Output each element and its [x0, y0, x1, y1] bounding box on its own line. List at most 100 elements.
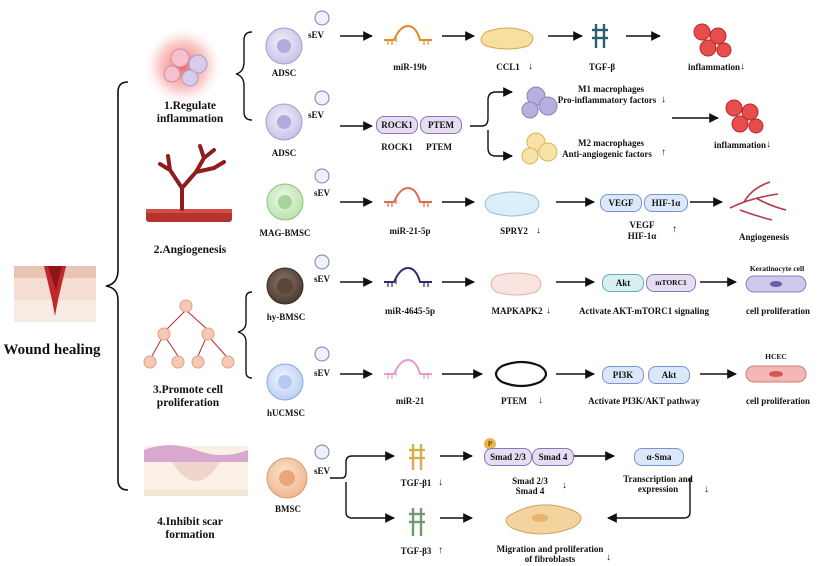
adsc-cell-1: [265, 27, 303, 65]
mapkapk2-shape: [490, 272, 542, 296]
row2-result-label: inflammation: [713, 140, 766, 150]
row1-result-label: inflammation: [687, 62, 740, 72]
row6-pill-smad23: Smad 2/3: [484, 448, 532, 466]
row2-m1-sub: Pro-inflammatory factors: [557, 95, 657, 105]
row4-cell-label: hy-BMSC: [266, 312, 306, 322]
row5-result-top: HCEC: [765, 352, 787, 361]
row1-target-label: CCL1: [496, 62, 520, 72]
sev-label: sEV: [314, 368, 331, 378]
row4-result-top: Keratinocyte cell: [749, 264, 805, 273]
row3-pill-hif1a: HIF-1α: [644, 194, 688, 212]
mir-21-5p-icon: [384, 186, 432, 203]
row3-result-label: Angiogenesis: [738, 232, 789, 242]
row2-cell-label: ADSC: [271, 148, 297, 158]
row2-m2-sub: Anti-angiogenic factors: [562, 149, 652, 159]
row4-target-change: ↓: [546, 305, 551, 316]
proliferation-bracket: [237, 291, 253, 379]
row1-mirna-label: miR-19b: [393, 62, 427, 72]
bmsc-cell: [266, 457, 308, 499]
row3-under-change: ↑: [672, 224, 677, 235]
row5-pill-pi3k: PI3K: [602, 366, 644, 384]
cell-division-tree-icon: [143, 299, 235, 369]
tgf-beta-receptor-icon: [592, 24, 608, 48]
wound-skin-illustration: [14, 266, 96, 322]
row6-tgfb1-label: TGF-β1: [400, 478, 432, 488]
tgf-beta1-receptor-icon: [409, 444, 425, 470]
m1-macrophage-icon: [521, 86, 558, 119]
row6-asma-change: ↓: [704, 484, 709, 495]
tgf-beta3-receptor-icon: [409, 508, 425, 536]
row3-cell-label: MAG-BMSC: [259, 228, 311, 238]
row6-under-smad23: Smad 2/3: [512, 476, 548, 486]
row2-under-ptem: PTEM: [426, 142, 452, 152]
row6-under-change: ↓: [562, 480, 567, 491]
row4-result-label: cell proliferation: [745, 306, 811, 316]
wound-healing-title: Wound healing: [3, 342, 101, 358]
row2-pill-rock1: ROCK1: [376, 116, 418, 134]
inflammation-cells-icon-1: [693, 23, 732, 58]
inflammation-cells-icon-2: [725, 99, 764, 134]
row6-pill-smad4: Smad 4: [532, 448, 574, 466]
adsc-cell-2: [265, 103, 303, 141]
row3-under-vegf: VEGF: [629, 220, 655, 230]
row5-target-label: PTEM: [501, 396, 527, 406]
row3-target-label: SPRY2: [500, 226, 528, 236]
immune-cells-icon: [163, 48, 208, 87]
row1-cell-label: ADSC: [271, 68, 297, 78]
row1-factor-label: TGF-β: [588, 62, 616, 72]
row4-pill-mtorc1: mTORC1: [646, 274, 696, 292]
ptem-shape: [494, 360, 548, 388]
sev-label: sEV: [314, 466, 331, 476]
row5-pathway-label: Activate PI3K/AKT pathway: [588, 396, 700, 406]
row2-m1-title: M1 macrophages: [577, 84, 645, 94]
spry2-shape: [484, 191, 540, 217]
row5-mirna-label: miR-21: [395, 396, 425, 406]
row1-target-change: ↓: [528, 61, 533, 72]
angiogenesis-vessels-icon: [729, 181, 787, 221]
row2-m2-title: M2 macrophages: [577, 138, 645, 148]
row2-pill-ptem: PTEM: [420, 116, 462, 134]
row5-cell-label: hUCMSC: [266, 408, 305, 418]
row2-m1-change: ↓: [661, 94, 666, 105]
row3-under-hif1a: HIF-1α: [627, 231, 657, 241]
row6-asma-sub: Transcription and expression: [623, 474, 693, 494]
hy-bmsc-cell: [266, 267, 304, 305]
row2-result-change: ↓: [766, 139, 771, 150]
row6-phospho-badge: P: [484, 438, 496, 450]
row2-m2-change: ↑: [661, 147, 666, 158]
ccl1-shape: [480, 27, 534, 50]
row6-pill-asma: α-Sma: [634, 448, 684, 466]
row6-fibro-label: Migration and proliferation of fibroblas…: [496, 544, 604, 564]
row5-pill-akt: Akt: [648, 366, 690, 384]
row3-target-change: ↓: [536, 225, 541, 236]
row5-target-change: ↓: [538, 395, 543, 406]
row6-tgfb3-label: TGF-β3: [400, 546, 432, 556]
inflammation-bracket: [235, 31, 253, 121]
row4-target-label: MAPKAPK2: [491, 306, 543, 316]
sev-vesicle-icon: [314, 10, 330, 460]
row6-fibro-change: ↓: [606, 552, 611, 563]
blood-vessel-icon: [146, 144, 232, 222]
sev-label: sEV: [314, 274, 331, 284]
row3-pill-vegf: VEGF: [600, 194, 642, 212]
row5-result-label: cell proliferation: [745, 396, 811, 406]
branch-inhibit-scar: 4.Inhibit scar formation: [157, 516, 223, 541]
row2-under-rock1: ROCK1: [381, 142, 413, 152]
m2-macrophage-icon: [521, 132, 558, 165]
row6-tgfb3-change: ↑: [438, 545, 443, 556]
main-bracket: [105, 81, 129, 491]
mir-4645-5p-icon: [384, 266, 432, 283]
sev-label: sEV: [308, 110, 325, 120]
row4-pill-akt: Akt: [602, 274, 644, 292]
sev-label: sEV: [308, 30, 325, 40]
row3-mirna-label: miR-21-5p: [389, 226, 431, 236]
row4-pathway-label: Activate AKT-mTORC1 signaling: [578, 306, 709, 316]
mir-19b-icon: [384, 24, 432, 41]
row4-mirna-label: miR-4645-5p: [385, 306, 435, 316]
row1-result-change: ↓: [740, 61, 745, 72]
mir-21-icon: [384, 358, 432, 375]
branch-promote-proliferation: 3.Promote cell proliferation: [152, 384, 224, 409]
row6-tgfb1-change: ↓: [438, 477, 443, 488]
branch-regulate-inflammation: 1.Regulate inflammation: [156, 100, 224, 125]
